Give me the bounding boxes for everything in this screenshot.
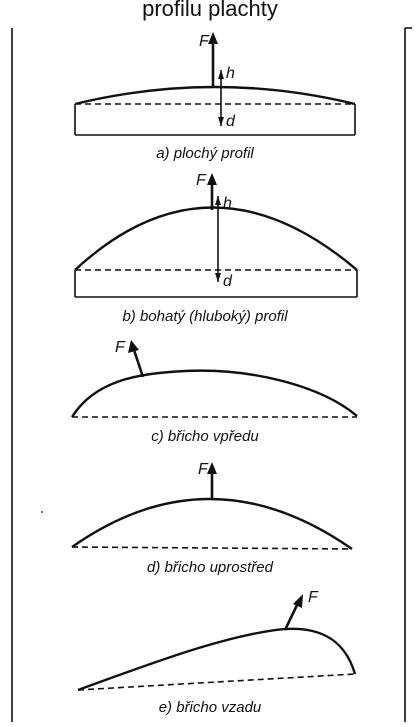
profile-c-force-label: F xyxy=(115,339,126,356)
profile-e-belly-aft: F e) břicho vzadu xyxy=(77,589,357,716)
profile-e-force-arrow xyxy=(283,602,300,631)
stray-dot xyxy=(41,511,43,513)
profile-d-chord xyxy=(71,546,353,550)
profile-a-flat: F h d a) plochý profil xyxy=(74,32,356,162)
profile-d-force-arrowhead xyxy=(207,462,217,474)
profile-b-caption: b) bohatý (hluboký) profil xyxy=(122,308,288,325)
profile-a-h-label: h xyxy=(226,65,235,82)
profile-b-h-arrowhead xyxy=(215,196,221,205)
profile-e-curve xyxy=(77,627,357,692)
profile-c-caption: c) břicho vpředu xyxy=(151,428,259,445)
profile-b-d-arrowhead xyxy=(215,273,221,282)
profile-d-belly-middle: F d) břicho uprostřed xyxy=(71,461,353,576)
profile-e-caption: e) břicho vzadu xyxy=(159,699,262,716)
profile-b-d-label: d xyxy=(223,273,233,290)
profile-c-force-arrowhead xyxy=(128,340,139,353)
profile-b-force-label: F xyxy=(196,172,207,189)
profile-a-curve xyxy=(74,85,356,106)
profile-d-caption: d) břicho uprostřed xyxy=(147,559,274,576)
profile-a-force-arrowhead xyxy=(208,32,218,44)
profile-a-force-label: F xyxy=(199,33,210,50)
profile-d-curve xyxy=(71,497,353,550)
profile-d-force-label: F xyxy=(198,461,209,478)
profile-e-force-label: F xyxy=(308,589,319,606)
profile-a-d-arrowhead xyxy=(218,117,224,126)
profile-b-force-arrowhead xyxy=(207,173,217,185)
profile-a-d-label: d xyxy=(226,113,236,130)
profile-c-belly-forward: F c) břicho vpředu xyxy=(70,339,358,445)
profile-c-curve xyxy=(70,369,358,418)
profile-a-caption: a) plochý profil xyxy=(156,145,254,162)
profile-b-h-label: h xyxy=(223,195,232,212)
profile-a-h-arrowhead xyxy=(218,70,224,79)
figure-title: profilu plachty xyxy=(142,0,278,21)
profile-b-curve xyxy=(74,206,358,271)
profile-e-chord xyxy=(77,673,356,691)
profile-c-force-arrow xyxy=(132,349,145,378)
profile-e-force-arrowhead xyxy=(293,594,303,608)
profile-b-deep: F h d b) bohatý (hluboký) profil xyxy=(74,172,358,325)
